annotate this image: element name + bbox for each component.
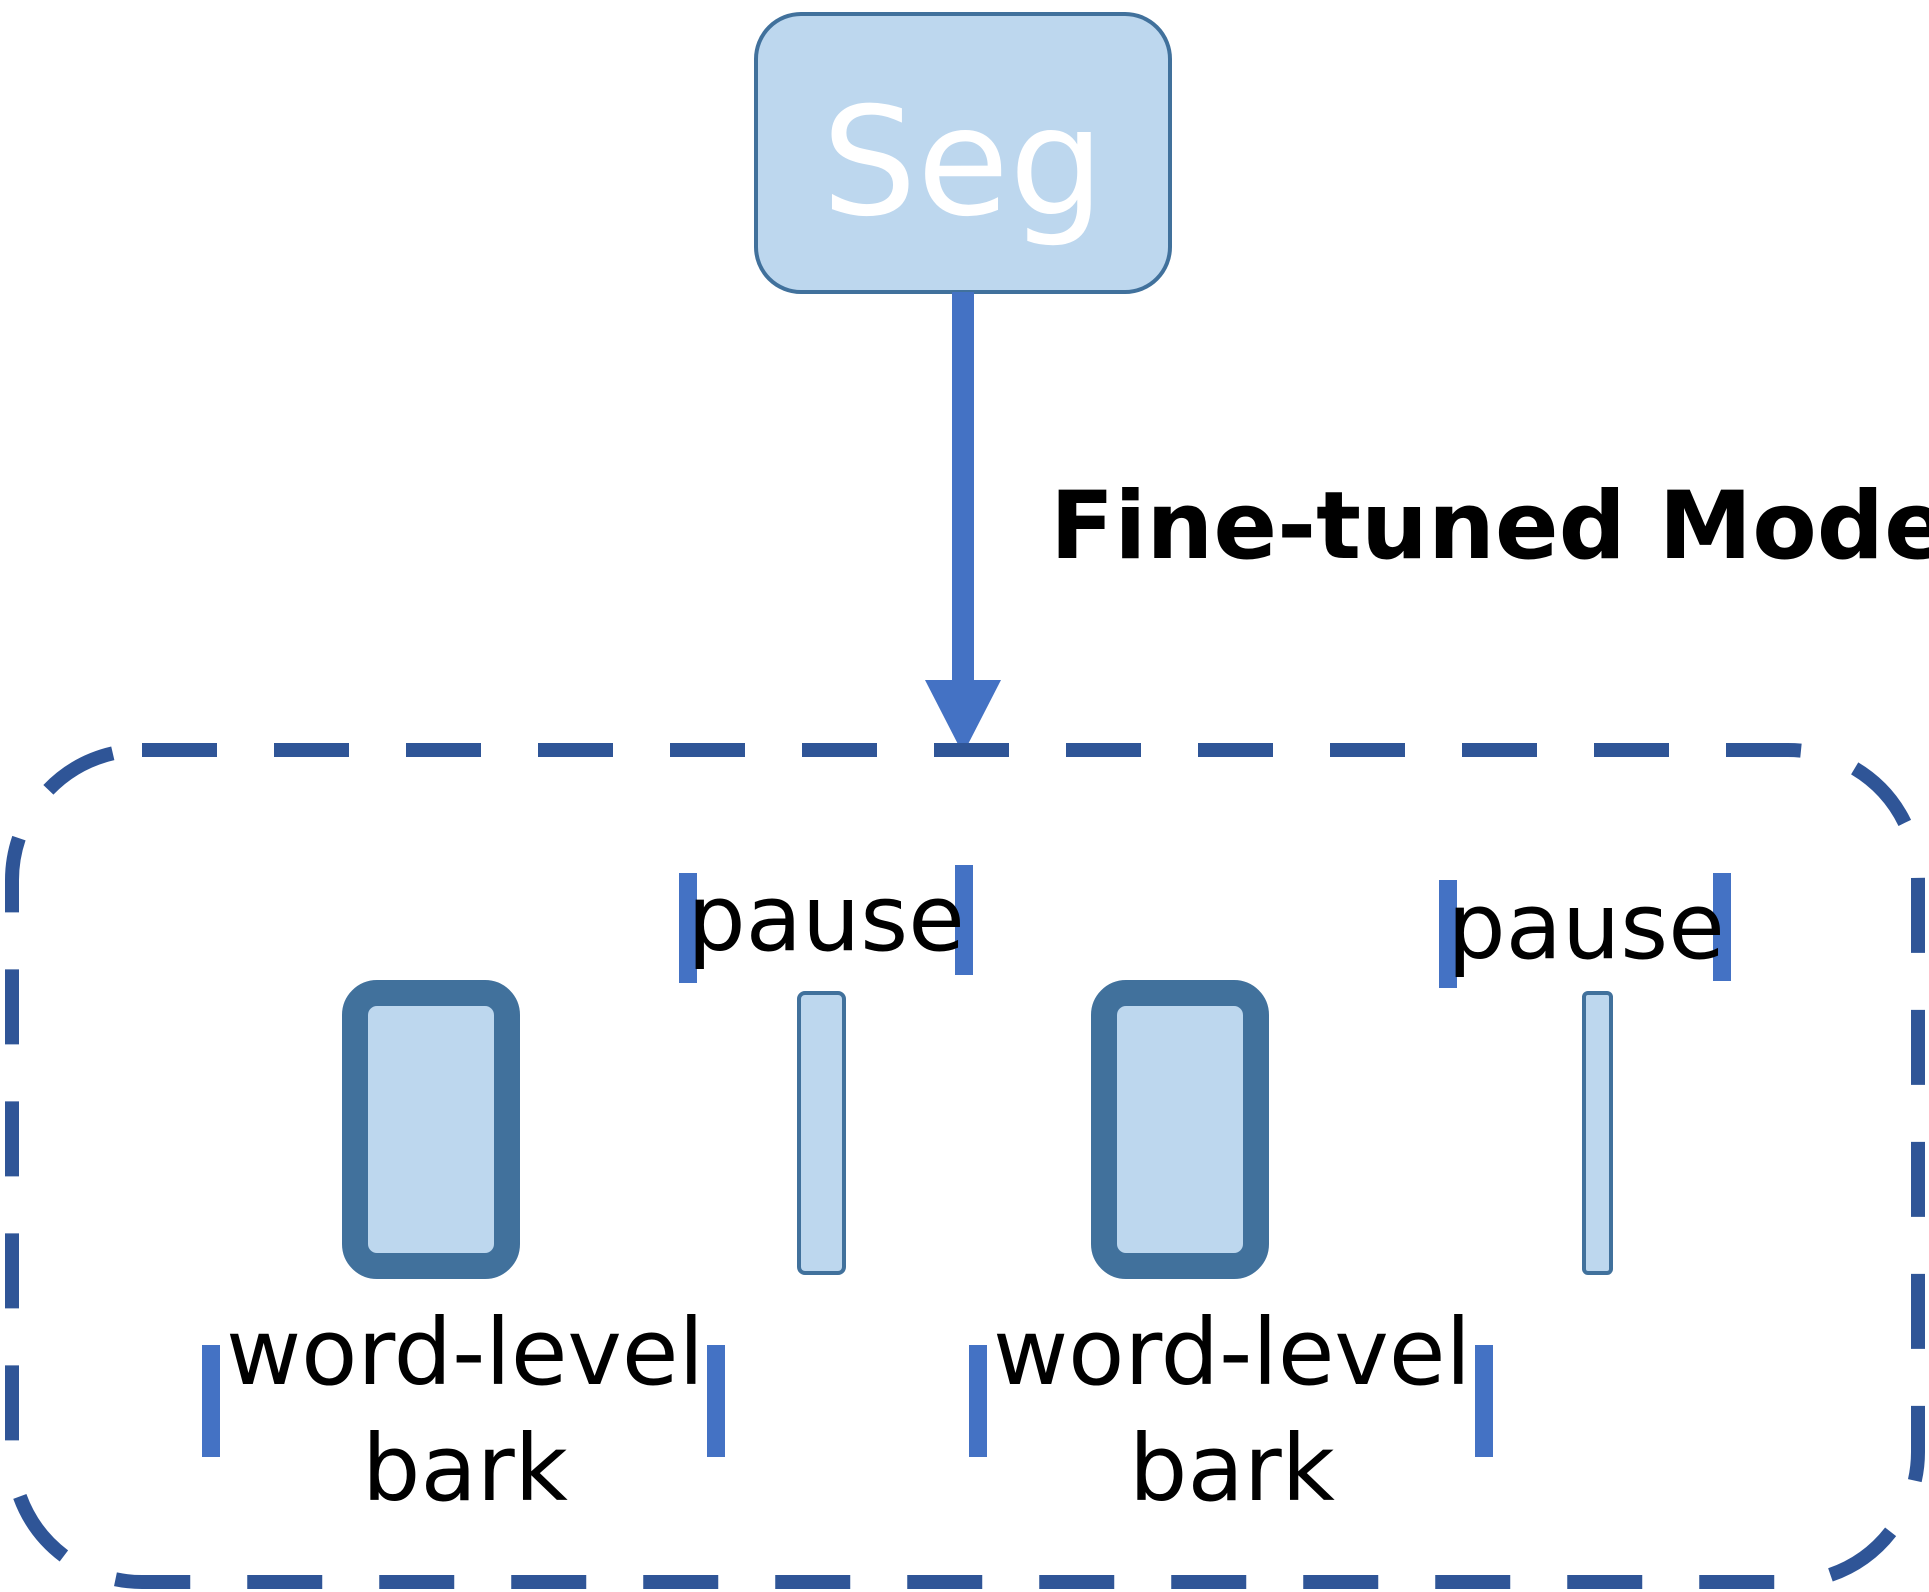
word-block-1 bbox=[342, 980, 520, 1279]
seg-label: Seg bbox=[822, 76, 1105, 250]
bracket-right-1 bbox=[707, 1345, 725, 1457]
bracket-right-2 bbox=[955, 865, 973, 975]
bracket-left-4 bbox=[1439, 880, 1457, 988]
pause-label-2: pause bbox=[1447, 873, 1725, 980]
bracket-right-4 bbox=[1713, 873, 1731, 981]
arrow-shaft bbox=[952, 292, 974, 682]
arrow-head bbox=[925, 680, 1001, 754]
bracket-right-3 bbox=[1475, 1345, 1493, 1457]
bracket-left-2 bbox=[679, 873, 697, 983]
seg-node: Seg bbox=[754, 12, 1172, 294]
bracket-left-3 bbox=[969, 1345, 987, 1457]
pause-block-2 bbox=[1582, 991, 1613, 1275]
word-label-2-line1: word-level bbox=[993, 1299, 1471, 1406]
word-block-2 bbox=[1091, 980, 1269, 1279]
word-label-2-line2: bark bbox=[1129, 1415, 1336, 1522]
word-segment-2: word-level bark bbox=[969, 980, 1493, 1522]
fine-tuned-model-label: Fine-tuned Model bbox=[1050, 472, 1929, 581]
output-container bbox=[5, 743, 1925, 1589]
pause-segment-1: pause bbox=[679, 865, 973, 1275]
bracket-left-1 bbox=[202, 1345, 220, 1457]
pause-block-1 bbox=[797, 991, 846, 1275]
word-label-1-line1: word-level bbox=[226, 1299, 704, 1406]
word-label-1-line2: bark bbox=[362, 1415, 569, 1522]
word-segment-1: word-level bark bbox=[202, 980, 725, 1522]
pause-segment-2: pause bbox=[1439, 873, 1731, 1275]
pause-label-1: pause bbox=[687, 865, 965, 972]
fine-tune-arrow bbox=[925, 292, 1001, 754]
